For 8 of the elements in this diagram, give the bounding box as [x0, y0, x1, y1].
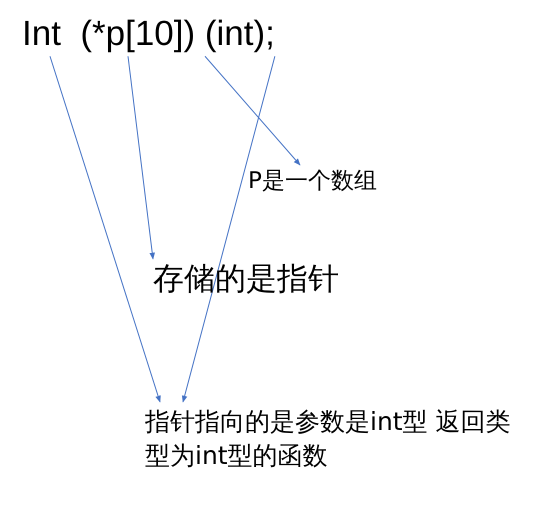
- annotation-text: 指针指向的是参数是int型 返回类型为int型的函数: [145, 406, 512, 472]
- annotation-text: 存储的是指针: [153, 262, 339, 298]
- code-text: Int (*p[10]) (int);: [22, 14, 275, 54]
- arrow: [182, 56, 276, 403]
- arrow: [204, 56, 300, 166]
- arrow: [128, 56, 155, 260]
- arrow: [50, 56, 161, 403]
- annotation-text: P是一个数组: [248, 168, 377, 194]
